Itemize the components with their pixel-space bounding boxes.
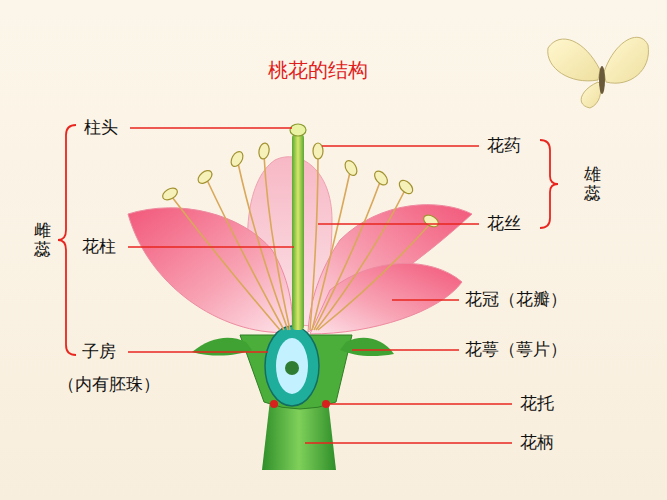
filament (318, 224, 430, 330)
style (292, 134, 304, 330)
filament (316, 190, 405, 330)
leader-line (352, 349, 459, 351)
leader-line (322, 145, 479, 147)
stamen-bracket (540, 140, 558, 228)
part-label: 花冠（花瓣） (465, 289, 567, 309)
stigma (290, 124, 306, 136)
filament (310, 155, 318, 330)
leader-line (128, 246, 294, 248)
butterfly-wing (604, 37, 648, 83)
receptacle-dot (270, 400, 278, 408)
anther (422, 213, 441, 230)
anther (372, 169, 390, 188)
part-label: 柱头 (84, 117, 118, 137)
note-label: （内有胚珠） (58, 374, 160, 394)
filament (207, 180, 284, 330)
anther (343, 159, 360, 178)
butterfly-body (599, 66, 605, 94)
anther (161, 186, 180, 203)
part-label: 花托 (520, 393, 554, 413)
filaments (172, 155, 430, 330)
anther (258, 142, 271, 159)
anthers (161, 142, 441, 229)
group-label: 雌蕊 (34, 221, 51, 258)
petal (310, 263, 462, 334)
part-label: 花药 (487, 135, 521, 155)
group-label: 雄蕊 (584, 165, 601, 202)
filament (314, 182, 380, 330)
leader-line (128, 351, 268, 353)
part-label: 花柄 (520, 432, 554, 452)
butterfly-wing (581, 82, 601, 108)
diagram-title: 桃花的结构 (268, 58, 368, 82)
filament (172, 197, 280, 330)
pistil-bracket (58, 125, 76, 355)
part-label: 花柱 (82, 236, 116, 256)
filament (312, 172, 350, 330)
anther (313, 143, 323, 159)
leader-line (318, 223, 479, 225)
receptacle-dot (322, 400, 330, 408)
leader-line (130, 127, 292, 129)
part-label: 花萼（萼片） (465, 339, 567, 359)
butterfly (548, 37, 649, 108)
ovary (265, 326, 319, 406)
filament (264, 155, 290, 330)
flower-stalk (262, 400, 336, 470)
part-label: 花丝 (487, 213, 521, 233)
sepal (192, 338, 252, 356)
leader-line (392, 299, 459, 301)
leader-line (305, 442, 512, 444)
ovule (285, 361, 299, 375)
part-label: 子房 (82, 341, 116, 361)
anther (196, 168, 215, 186)
anther (397, 178, 415, 196)
leader-line (330, 403, 512, 405)
butterfly-wing (548, 39, 600, 81)
leader-lines (128, 128, 512, 443)
sepal (340, 338, 394, 356)
anther (229, 150, 246, 169)
ovary-cavity (276, 338, 308, 394)
